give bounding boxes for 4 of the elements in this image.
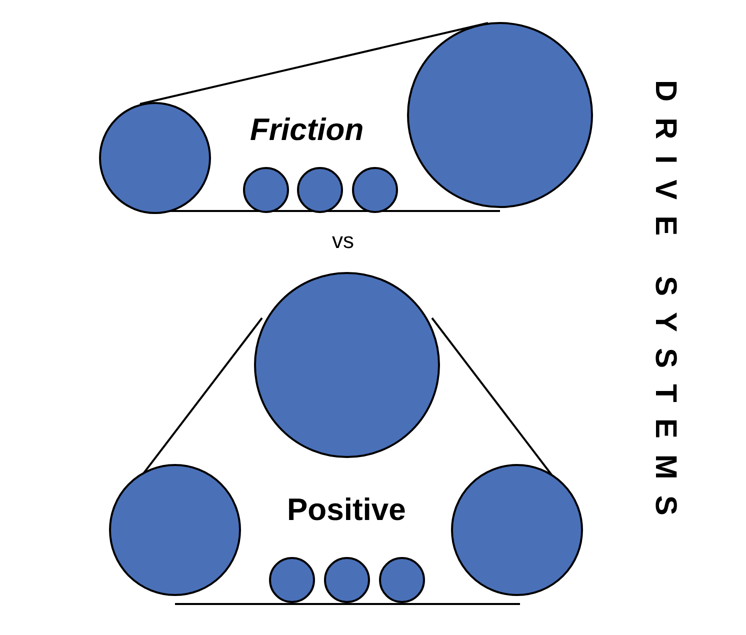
drive-type-label: Positive bbox=[287, 494, 406, 525]
drive-type-label: Friction bbox=[250, 114, 364, 145]
title: DRIVE SYSTEMS bbox=[650, 80, 680, 532]
comparison-label: vs bbox=[332, 230, 354, 252]
